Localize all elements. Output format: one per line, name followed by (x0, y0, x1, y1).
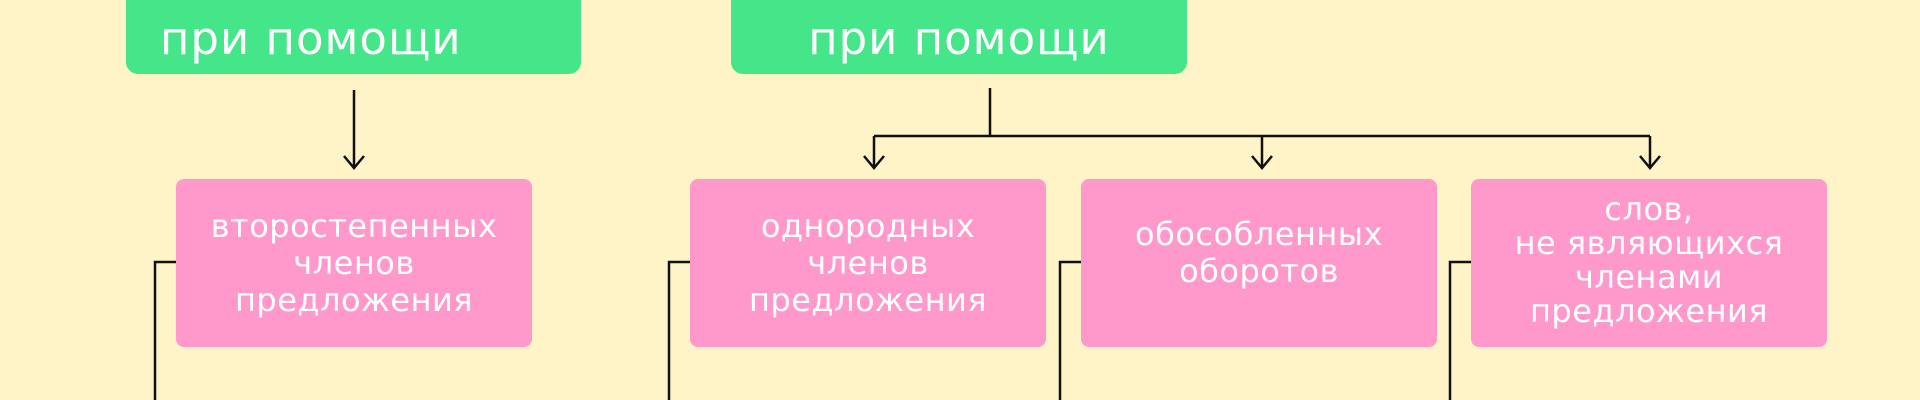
side-connector-isolated (1058, 260, 1081, 400)
node-line: слов, (1604, 190, 1694, 228)
top-box-left-text: при помощи (160, 12, 462, 65)
side-connector-homogeneous (667, 260, 690, 400)
node-secondary-members: второстепенных членов предложения (176, 179, 532, 347)
node-line: не являющихся (1514, 224, 1784, 262)
node-line: членов (293, 243, 415, 282)
arrowhead-homogeneous (863, 155, 885, 170)
arrowhead-secondary (343, 155, 365, 170)
node-line: предложения (234, 280, 474, 319)
top-box-right-text: при помощи (808, 12, 1110, 65)
top-box-right: при помощи (731, 0, 1187, 74)
node-homogeneous-members: однородных членов предложения (690, 179, 1046, 347)
node-line: однородных (760, 206, 976, 245)
side-connector-secondary (153, 260, 176, 400)
node-line: предложения (748, 280, 988, 319)
node-line: членов (807, 243, 929, 282)
top-box-left: при помощи (126, 0, 581, 74)
arrowhead-isolated (1251, 155, 1273, 170)
side-connector-non-member (1448, 260, 1471, 400)
node-line: предложения (1529, 292, 1769, 330)
node-isolated-phrases: обособленных оборотов (1081, 179, 1437, 347)
node-non-member-words: слов, не являющихся членами предложения (1471, 179, 1827, 347)
node-line: второстепенных (210, 206, 498, 245)
node-line: членами (1574, 258, 1723, 296)
node-line: оборотов (1179, 252, 1339, 290)
arrowhead-non-member (1639, 155, 1661, 170)
node-line: обособленных (1135, 215, 1383, 253)
